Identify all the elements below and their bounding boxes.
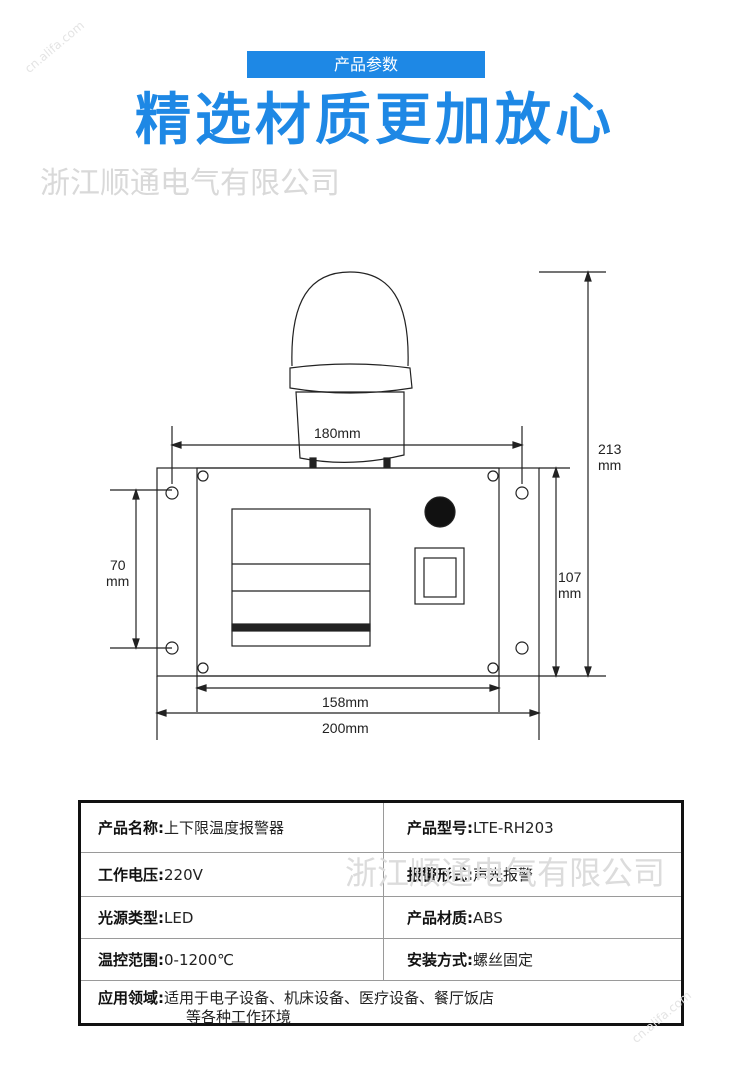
spec-row-application: 应用领域:适用于电子设备、机床设备、医疗设备、餐厅饭店 等各种工作环境 (81, 981, 681, 1026)
watermark-company-table: 浙江顺通电气有限公司 (345, 854, 666, 892)
spec-value: 声光报警 (473, 866, 534, 884)
beacon-dome (291, 271, 409, 367)
spec-cell: 工作电压: 220V (81, 853, 384, 896)
spec-label: 光源类型: (98, 909, 164, 927)
panel-inner (196, 467, 500, 677)
beacon-foot-right (383, 457, 391, 468)
watermark-company: 浙江顺通电气有限公司 (40, 166, 340, 201)
spec-application: 应用领域:适用于电子设备、机床设备、医疗设备、餐厅饭店 等各种工作环境 (98, 989, 494, 1027)
beacon-rim (289, 363, 413, 394)
mount-hole (515, 486, 529, 500)
beacon-base (295, 391, 405, 463)
switch-frame (414, 547, 465, 605)
spec-cell: 温控范围: 0-1200℃ (81, 939, 384, 980)
spec-cell: 产品材质: ABS (384, 897, 681, 938)
spec-row: 产品名称: 上下限温度报警器 产品型号: LTE-RH203 (81, 803, 681, 853)
mount-hole (165, 486, 179, 500)
spec-cell: 安装方式: 螺丝固定 (384, 939, 681, 980)
dim-213-label: 213 (598, 441, 622, 457)
dim-213-unit: mm (598, 457, 621, 473)
dim-107-label: 107 (558, 569, 582, 585)
spec-value: 适用于电子设备、机床设备、医疗设备、餐厅饭店 (164, 989, 495, 1007)
switch-rocker (423, 557, 457, 598)
spec-row: 温控范围: 0-1200℃ 安装方式: 螺丝固定 (81, 939, 681, 981)
spec-label: 应用领域: (98, 989, 164, 1007)
spec-value: 0-1200℃ (164, 950, 234, 969)
spec-cell: 报警形式: 声光报警 (384, 853, 681, 896)
beacon-foot-left (309, 457, 317, 468)
spec-value: LTE-RH203 (473, 818, 554, 837)
spec-value: ABS (473, 908, 503, 927)
product-dimension-drawing: 180mm 213 mm 107 mm 70 mm 158mm (106, 270, 622, 740)
spec-table: 产品名称: 上下限温度报警器 产品型号: LTE-RH203 工作电压: 220… (78, 800, 684, 1026)
display-module (231, 508, 371, 647)
screw-hole (487, 662, 499, 674)
spec-cell: 产品名称: 上下限温度报警器 (81, 803, 384, 852)
spec-value-continued: 等各种工作环境 (186, 1008, 292, 1026)
section-badge: 产品参数 (247, 51, 485, 78)
page-headline: 精选材质更加放心 (135, 88, 615, 153)
spec-label: 温控范围: (98, 951, 164, 969)
spec-value: 220V (164, 865, 203, 884)
spec-value: 螺丝固定 (473, 951, 534, 969)
dim-200-label: 200mm (322, 720, 369, 736)
dim-107-unit: mm (558, 585, 581, 601)
buzzer-icon (424, 496, 456, 528)
dim-70-label: 70 (110, 557, 126, 573)
spec-row: 光源类型: LED 产品材质: ABS (81, 897, 681, 939)
spec-label: 工作电压: (98, 866, 164, 884)
panel-outer (156, 467, 540, 677)
spec-cell: 产品型号: LTE-RH203 (384, 803, 681, 852)
dim-158-label: 158mm (322, 694, 369, 710)
dim-70-unit: mm (106, 573, 129, 589)
display-bar (231, 623, 371, 632)
spec-value: 上下限温度报警器 (164, 819, 285, 837)
spec-label: 产品名称: (98, 819, 164, 837)
spec-label: 安装方式: (407, 951, 473, 969)
screw-hole (487, 470, 499, 482)
spec-value: LED (164, 908, 194, 927)
screw-hole (197, 470, 209, 482)
spec-cell: 光源类型: LED (81, 897, 384, 938)
mount-hole (515, 641, 529, 655)
dim-180-label: 180mm (314, 425, 361, 441)
spec-label: 产品型号: (407, 819, 473, 837)
spec-label: 报警形式: (407, 866, 473, 884)
screw-hole (197, 662, 209, 674)
spec-row: 工作电压: 220V 报警形式: 声光报警 (81, 853, 681, 897)
spec-label: 产品材质: (407, 909, 473, 927)
